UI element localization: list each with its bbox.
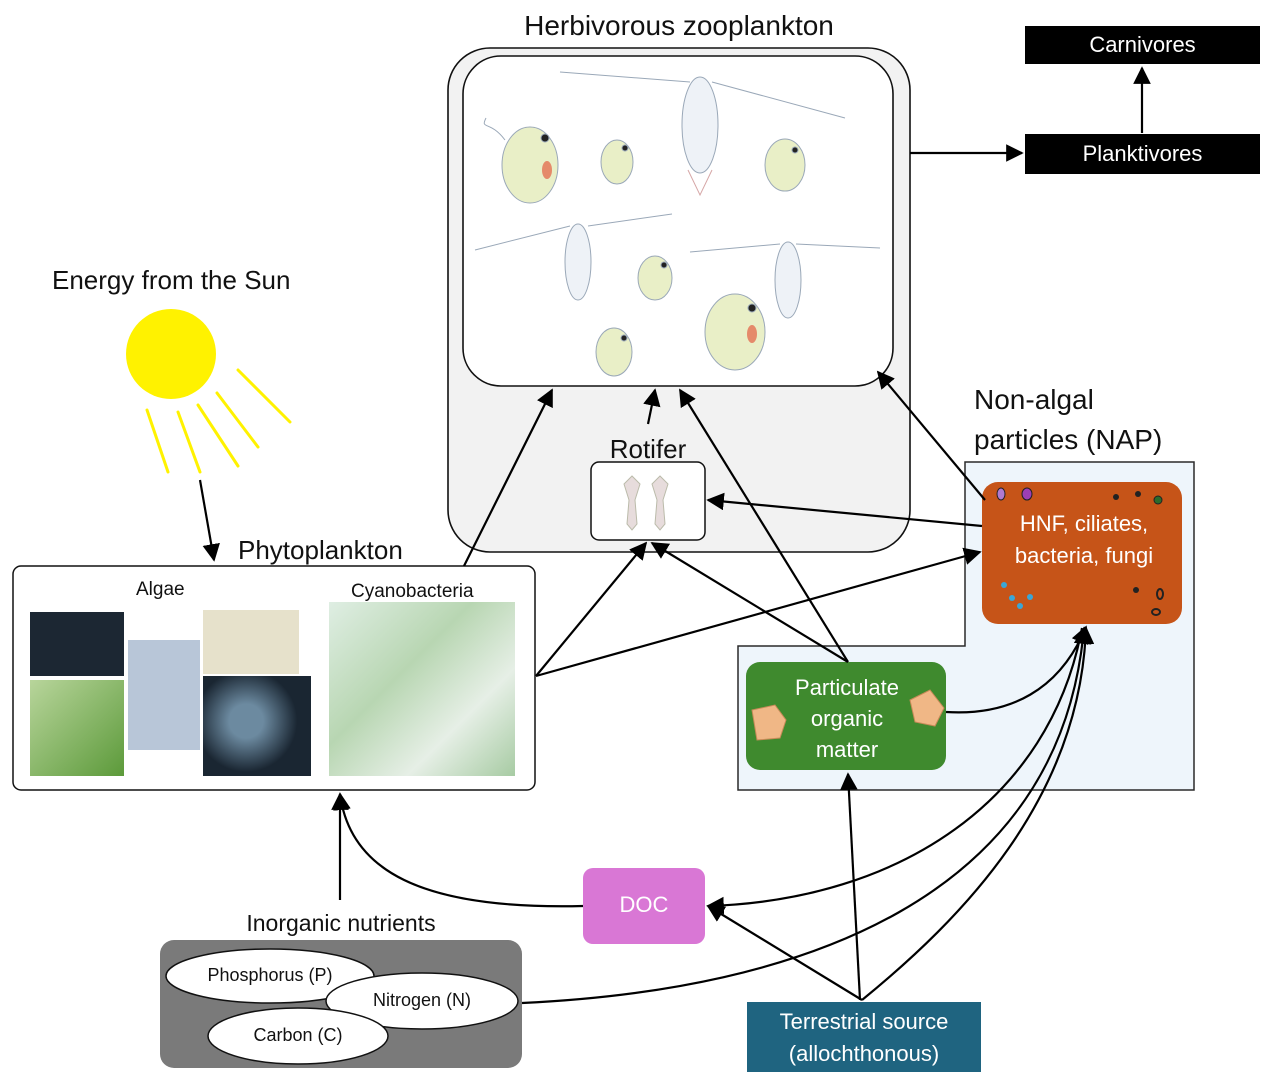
daphnia-icon-4	[637, 255, 673, 301]
algae-photo-4	[203, 610, 299, 674]
algae-photo-5	[203, 676, 311, 776]
arrow-phyto-rotifer	[535, 541, 648, 677]
pom-label: Particulate organic matter	[795, 675, 899, 762]
copepod-icon-1	[559, 71, 846, 197]
rotifer-box	[590, 461, 706, 541]
nap-label: Non-algal particles (NAP)	[974, 384, 1163, 455]
daphnia-icon-5	[704, 293, 766, 371]
nitrogen-ellipse	[325, 972, 519, 1030]
nitrogen-label: Nitrogen (N)	[372, 990, 472, 1010]
carbon-label: Carbon (C)	[253, 1025, 343, 1045]
arrow-terrestrial-doc	[706, 905, 863, 1001]
inorganic-nutrients-label: Inorganic nutrients	[246, 910, 436, 936]
copepod-icon-3	[689, 241, 881, 319]
carnivores-label: Carnivores	[1025, 26, 1260, 64]
arrow-sun-phyto	[198, 479, 220, 562]
arrow-rotifer-zoo	[643, 388, 661, 425]
daphnia-icon-1	[483, 117, 559, 204]
arrow-doc-phyto	[333, 792, 584, 908]
algae-photo-3	[128, 640, 200, 750]
arrow-pom-zoo	[679, 388, 849, 663]
arrow-phyto-hnf	[535, 547, 982, 678]
rotifer-label: Rotifer	[609, 434, 687, 464]
algae-label: Algae	[136, 579, 185, 600]
arrow-hnf-doc	[706, 627, 1084, 915]
arrow-pom-rotifer	[650, 542, 849, 663]
sun-rays	[145, 368, 292, 474]
daphnia-icon-3	[764, 138, 806, 192]
hnf-box	[982, 482, 1182, 624]
herbivorous-zooplankton-label: Herbivorous zooplankton	[524, 10, 834, 41]
terrestrial-label: Terrestrial source (allochthonous)	[779, 1009, 949, 1066]
daphnia-icon-6	[595, 327, 633, 377]
doc-label: DOC	[619, 892, 669, 917]
arrow-hnf-rotifer	[706, 492, 983, 528]
daphnia-icon-2	[600, 139, 634, 185]
phytoplankton-label: Phytoplankton	[238, 535, 403, 565]
pom-particles	[751, 689, 945, 741]
arrow-nutrients-hnf	[521, 626, 1092, 1005]
zooplankton-inner-box	[462, 55, 894, 387]
arrow-hnf-zoo	[876, 370, 986, 501]
pom-box	[746, 662, 946, 770]
arrow-phyto-zoo	[463, 388, 553, 567]
hnf-dots	[996, 487, 1164, 616]
terrestrial-box	[747, 1002, 981, 1072]
energy-sun-label: Energy from the Sun	[52, 265, 291, 295]
doc-box	[583, 868, 705, 944]
arrow-terrestrial-pom	[840, 772, 862, 1001]
zooplankton-illustrations	[474, 71, 881, 377]
arrow-terrestrial-hnf	[861, 626, 1095, 1001]
sun-icon	[126, 309, 216, 399]
planktivores-label: Planktivores	[1025, 134, 1260, 174]
algae-photo-1	[30, 612, 124, 676]
arrow-pom-hnf	[945, 625, 1089, 714]
copepod-icon-2	[474, 213, 673, 301]
cyanobacteria-label: Cyanobacteria	[351, 581, 474, 602]
carbon-ellipse	[207, 1007, 389, 1065]
hnf-label: HNF, ciliates, bacteria, fungi	[1014, 511, 1154, 568]
phosphorus-label: Phosphorus (P)	[207, 965, 333, 985]
algae-photo-2	[30, 680, 124, 776]
rotifer-illustrations	[623, 475, 669, 531]
cyanobacteria-photo-1	[329, 602, 515, 776]
